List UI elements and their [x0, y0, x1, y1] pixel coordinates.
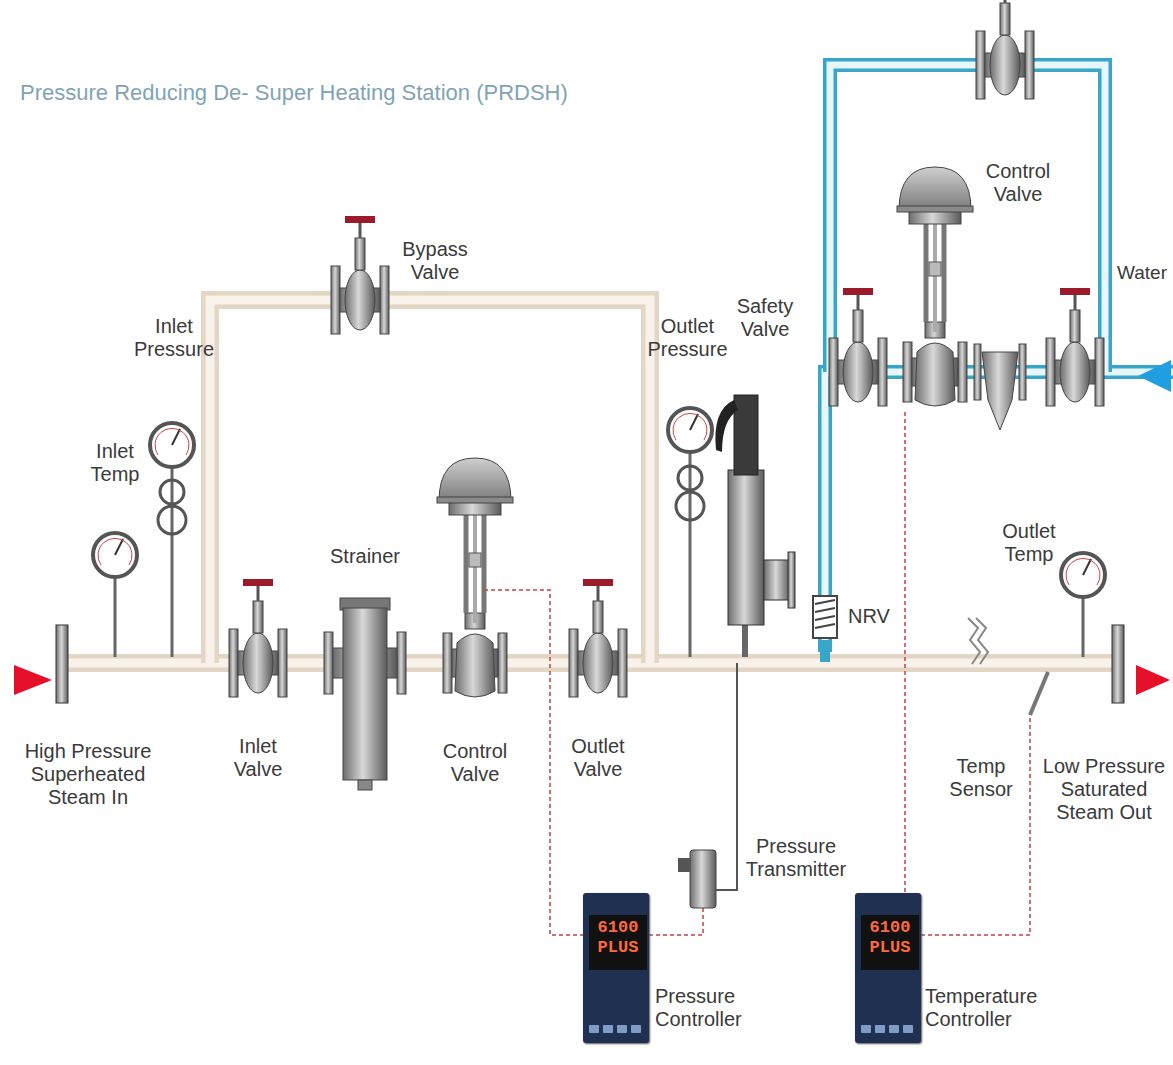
controller-button — [903, 1025, 913, 1033]
display-reading: 6100 PLUS — [867, 918, 913, 959]
water-bypass-valve-symbol — [976, 0, 1034, 99]
part-label: Outlet Temp — [998, 520, 1060, 566]
inlet-valve-symbol — [229, 579, 287, 697]
controller-display: 6100 PLUS — [861, 915, 919, 970]
signal-wire — [484, 412, 1030, 935]
part-label: Safety Valve — [730, 295, 800, 341]
control-valve-symbol — [897, 167, 973, 406]
bypass-pipe — [210, 300, 650, 663]
water-valve-symbol — [829, 288, 887, 406]
controller-display: 6100 PLUS — [589, 915, 647, 970]
nrv-symbol — [813, 596, 837, 662]
y-strainer-symbol — [974, 344, 1026, 430]
diagram-title: Pressure Reducing De- Super Heating Stat… — [20, 80, 568, 106]
display-reading: 6100 PLUS — [595, 918, 641, 959]
inlet-arrow — [14, 665, 52, 695]
controller-button — [603, 1025, 613, 1033]
outlet-pressure-gauge — [668, 408, 712, 657]
controller-label: Temperature Controller — [925, 985, 1049, 1031]
inlet-temp-gauge — [93, 533, 137, 657]
controller-label: Pressure Controller — [655, 985, 757, 1031]
outlet-temp-gauge — [1061, 553, 1105, 657]
part-label: Strainer — [325, 545, 405, 568]
outlet-flange — [1112, 625, 1124, 703]
controller-button — [889, 1025, 899, 1033]
water-valve-symbol — [1046, 288, 1104, 406]
part-label: Control Valve — [982, 160, 1054, 206]
part-label: NRV — [845, 605, 893, 628]
part-label: Inlet Valve — [225, 735, 291, 781]
pressure-transmitter-symbol — [678, 663, 737, 908]
controller-box: 6100 PLUSPressure Controller — [583, 893, 649, 1043]
control-valve-symbol — [437, 458, 513, 697]
part-label: Temp Sensor — [945, 755, 1017, 801]
part-label: Inlet Temp — [80, 440, 150, 486]
bypass-valve-symbol — [331, 216, 389, 334]
controller-button — [861, 1025, 871, 1033]
inlet-pressure-gauge — [150, 423, 194, 657]
water-arrow — [1138, 360, 1171, 392]
controller-box: 6100 PLUSTemperature Controller — [855, 893, 921, 1043]
part-label: High Pressure Superheated Steam In — [18, 740, 158, 809]
part-label: Control Valve — [436, 740, 514, 786]
inlet-flange — [56, 625, 68, 703]
strainer-symbol — [324, 598, 406, 790]
controller-button — [617, 1025, 627, 1033]
controller-button — [875, 1025, 885, 1033]
part-label: Outlet Valve — [562, 735, 634, 781]
part-label: Bypass Valve — [395, 238, 475, 284]
safety-valve-symbol — [715, 395, 795, 657]
outlet-valve-symbol — [569, 579, 627, 697]
part-label: Inlet Pressure — [128, 315, 220, 361]
part-label: Outlet Pressure — [640, 315, 735, 361]
part-label: Water — [1116, 262, 1168, 284]
temp-sensor-symbol — [968, 618, 1048, 715]
controller-button — [589, 1025, 599, 1033]
part-label: Low Pressure Saturated Steam Out — [1040, 755, 1168, 824]
controller-button — [631, 1025, 641, 1033]
part-label: Pressure Transmitter — [740, 835, 852, 881]
water-pipe — [825, 65, 1173, 652]
outlet-arrow — [1136, 665, 1170, 695]
